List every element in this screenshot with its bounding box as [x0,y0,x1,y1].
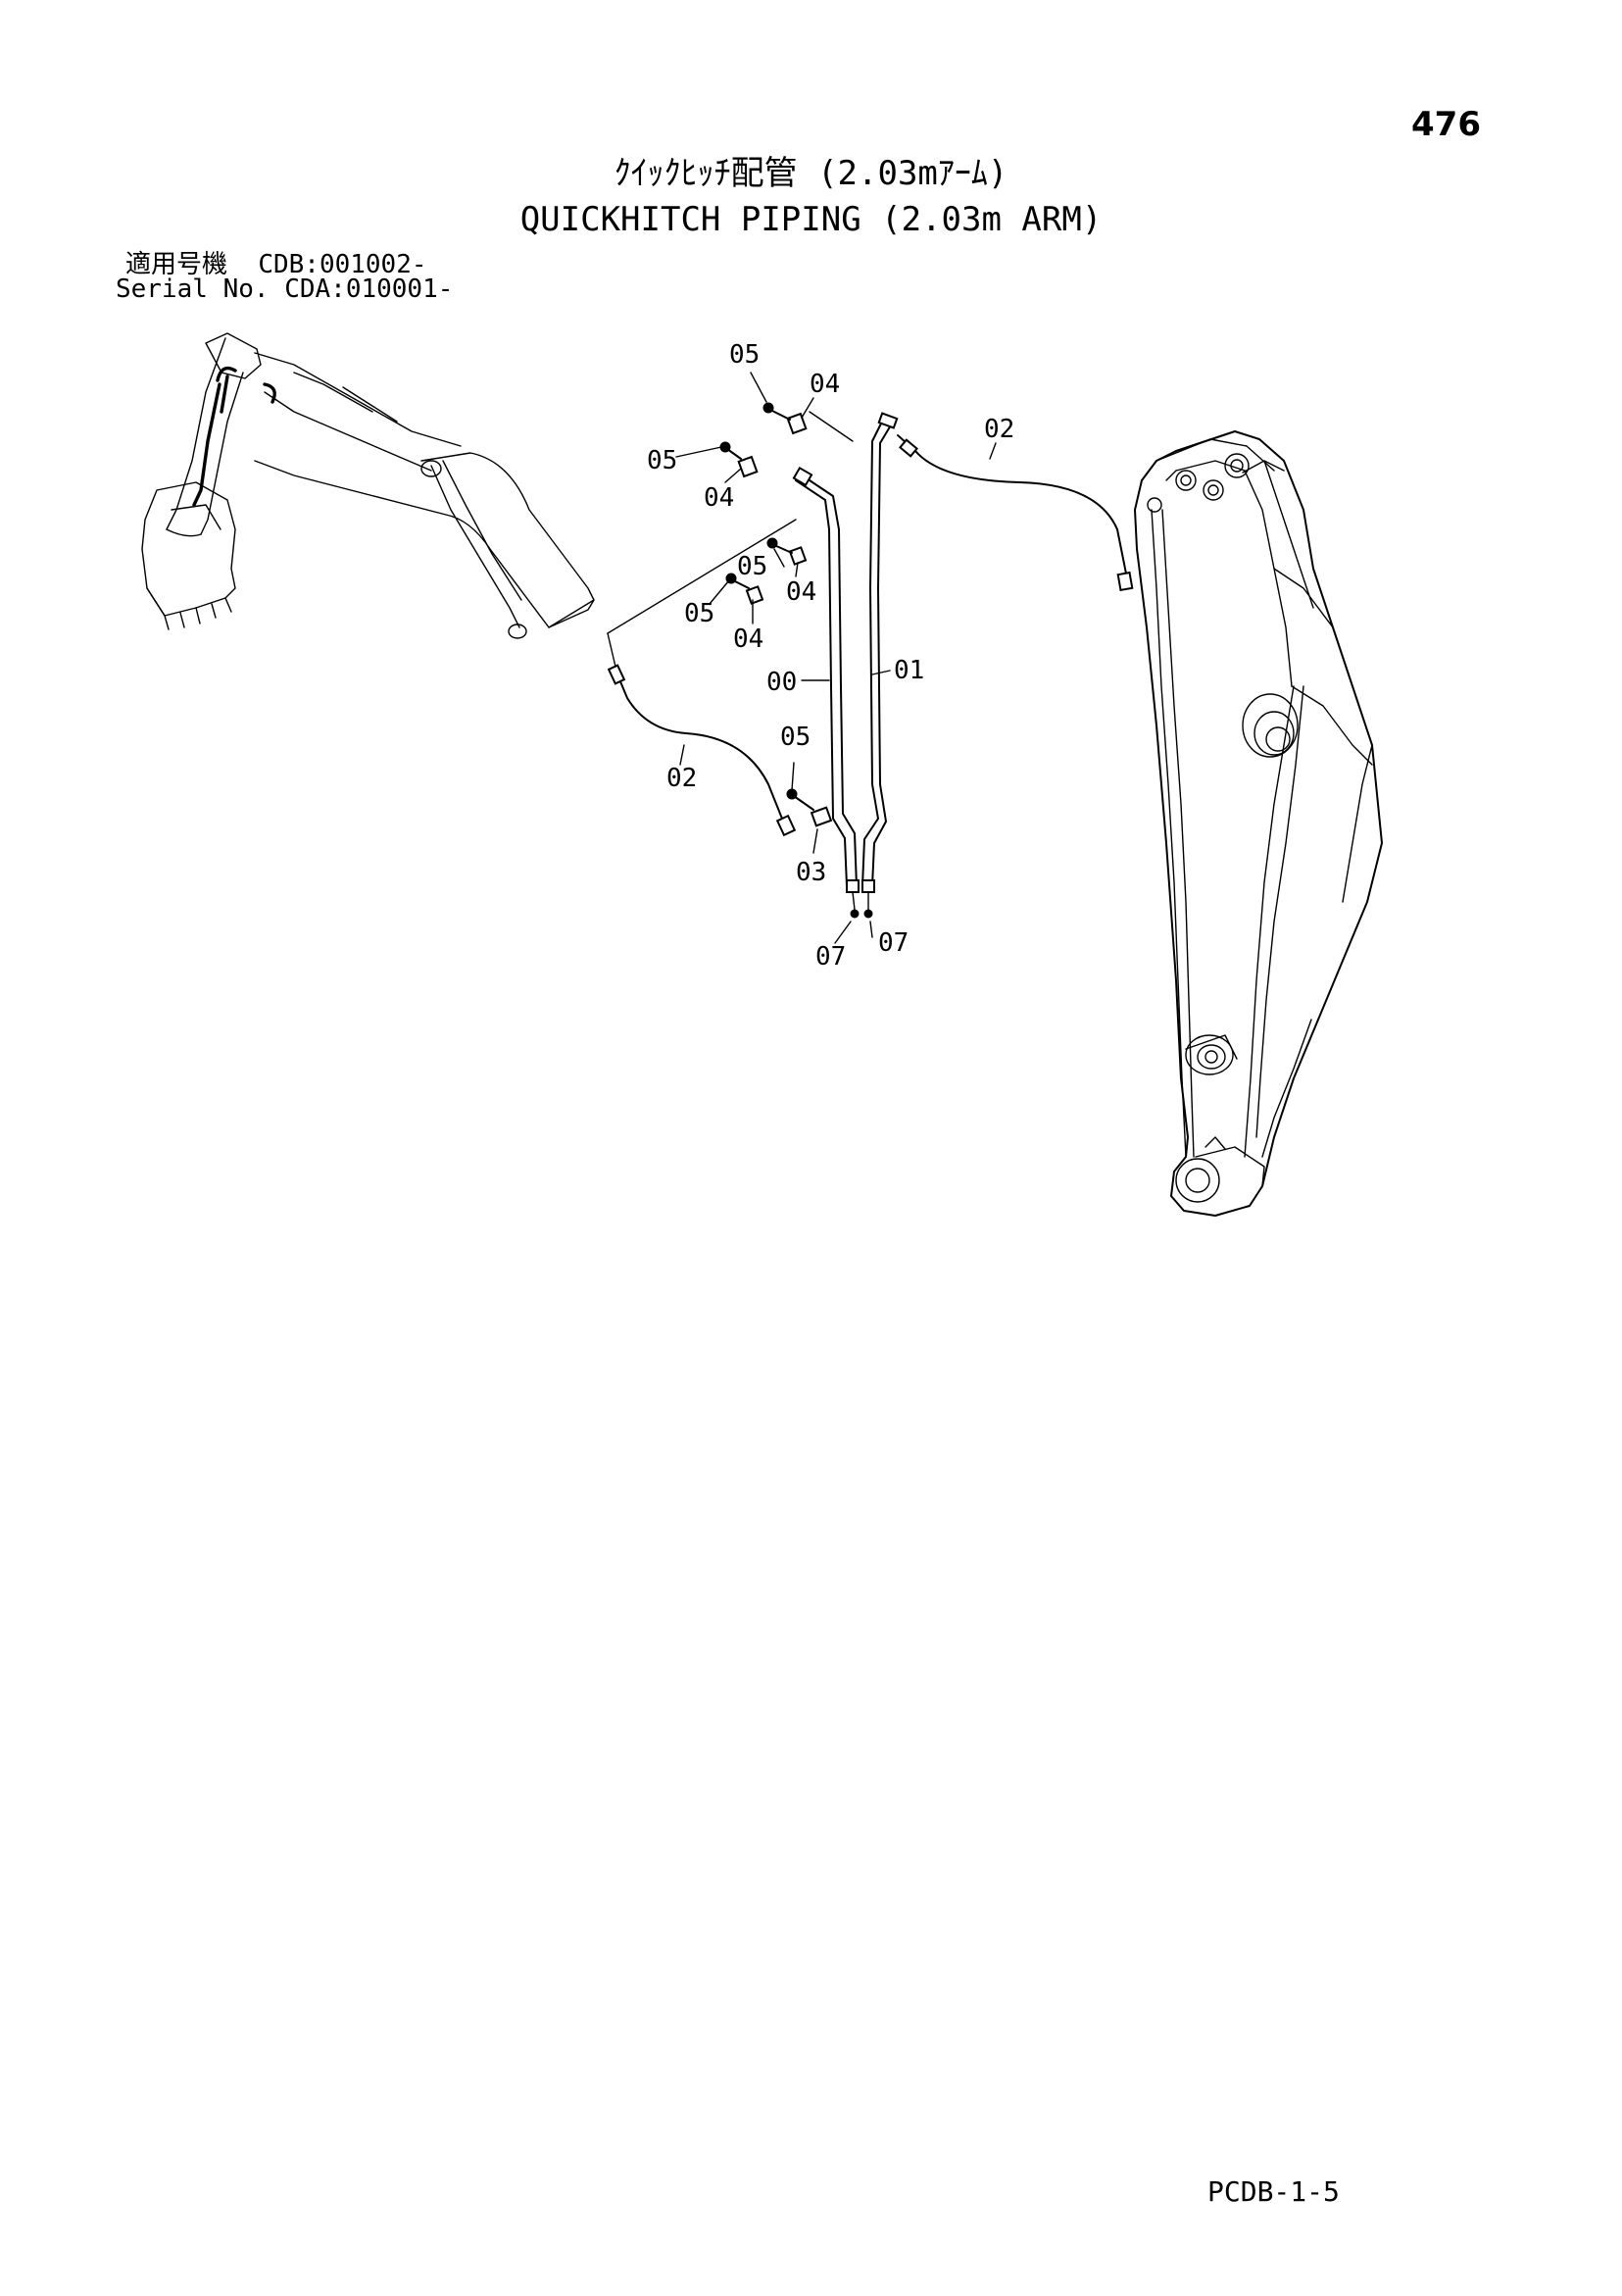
clamps-and-bolts [719,402,833,827]
callout-02-top: 02 [984,415,1014,444]
applicability-model-2: CDA:010001- [284,275,454,304]
callout-04-top: 04 [810,370,840,399]
piping-assembly [607,411,1134,919]
page-number: 476 [1411,105,1481,144]
callout-04-left: 04 [704,483,734,513]
callout-leaders [675,372,997,944]
arm-structure [1134,430,1383,1217]
callout-03: 03 [796,858,826,887]
title-japanese: ｸｲｯｸﾋｯﾁ配管 (2.03mｱｰﾑ) [614,154,1008,193]
applicability-row-2: Serial No. CDA:010001- [116,276,453,302]
callout-00: 00 [766,668,797,697]
applicability-label-jp: 適用号機 [125,250,228,279]
applicability-model-1: CDB:001002- [258,250,427,279]
callout-05-low: 05 [780,723,811,752]
callout-05-left: 05 [647,446,677,475]
applicability-row-1: 適用号機 CDB:001002- [125,252,427,277]
callout-05-top: 05 [729,340,760,370]
callout-04-mid2: 04 [733,624,763,654]
title-english: QUICKHITCH PIPING (2.03m ARM) [519,200,1103,239]
document-code: PCDB-1-5 [1207,2175,1340,2208]
callout-05-mid: 05 [737,552,767,581]
callout-01: 01 [894,656,924,685]
callout-labels: 05 04 02 05 04 05 04 05 04 00 01 05 02 0… [647,340,1014,972]
callout-05-mid2: 05 [684,599,714,628]
callout-07-left: 07 [815,942,846,972]
callout-04-mid: 04 [786,577,816,607]
excavator-thumbnail [141,332,595,639]
callout-02-low: 02 [666,764,697,793]
callout-07-right: 07 [878,928,909,958]
applicability-label-en: Serial No. [116,275,270,304]
